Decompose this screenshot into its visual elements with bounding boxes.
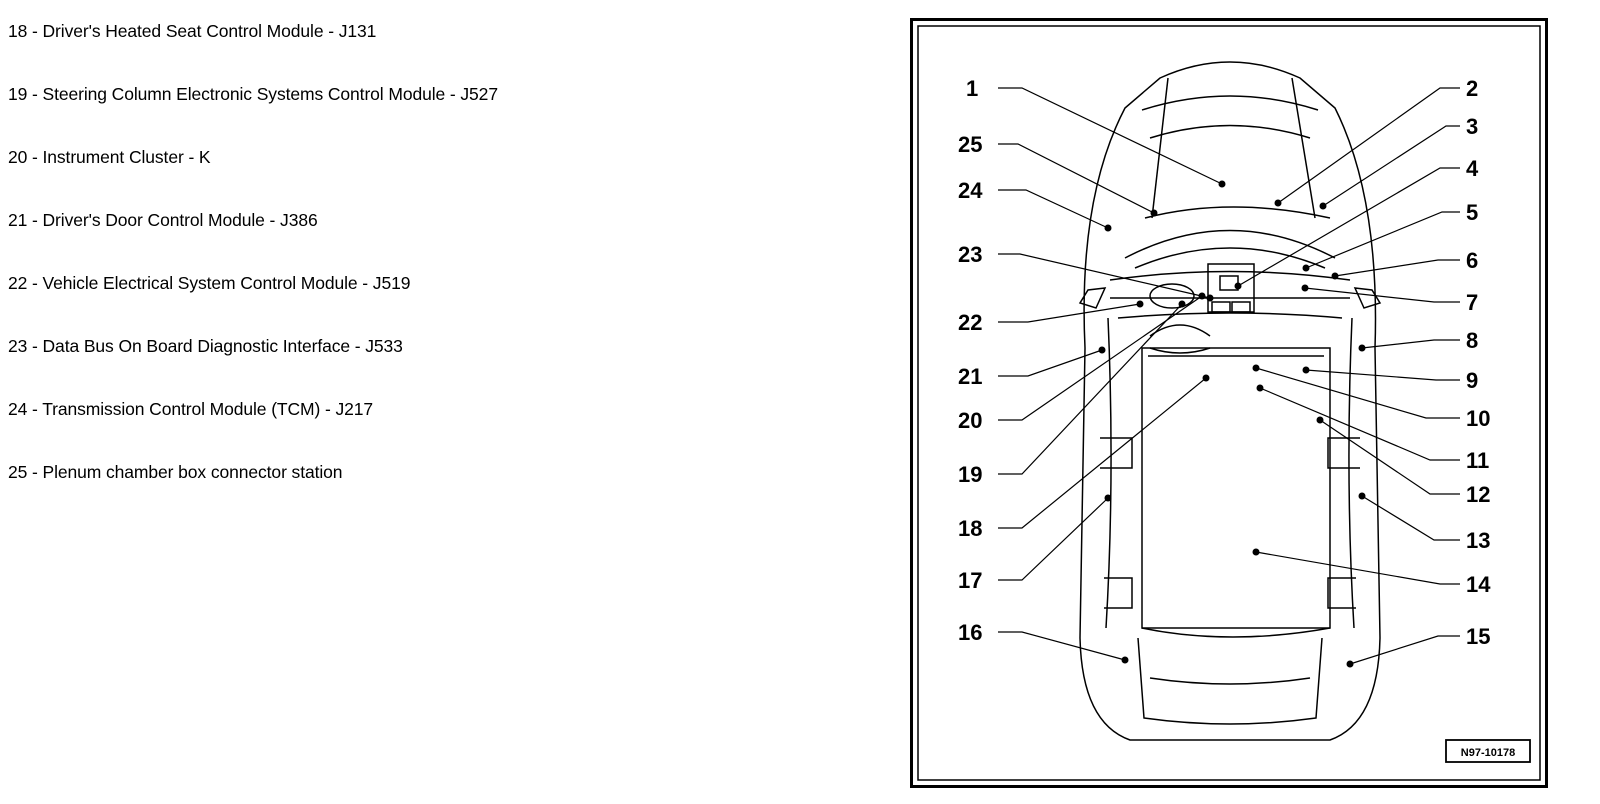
vehicle-diagram: 1 25 24 23 22 21 20 19 18 17 16 2 3 4 5 … [910,18,1548,788]
leader-6 [1334,259,1460,277]
legend-item-19: 19 - Steering Column Electronic Systems … [8,84,498,104]
leader-13 [1361,495,1460,541]
callout-9: 9 [1466,368,1478,393]
callout-17: 17 [958,568,982,593]
leader-7 [1304,287,1460,303]
left-a-pillar-line [1105,317,1112,629]
callout-25: 25 [958,132,982,157]
leader-20 [998,295,1203,421]
console-switch-left [1211,301,1231,313]
leader-4 [1237,167,1460,287]
callout-5: 5 [1466,200,1478,225]
right-c-pillar [1327,577,1356,609]
leader-12 [1319,419,1460,495]
instrument-cluster-outline [1149,283,1195,309]
callout-4: 4 [1466,156,1479,181]
hood-crease-left [1151,77,1169,219]
leader-15 [1349,635,1460,665]
leader-25 [998,143,1155,214]
callout-labels-right: 2 3 4 5 6 7 8 9 10 11 12 13 14 15 [1466,76,1491,649]
legend-item-24: 24 - Transmission Control Module (TCM) -… [8,399,374,419]
windshield-top [1124,229,1336,259]
right-b-pillar [1327,437,1360,469]
windshield-inner [1134,247,1326,269]
steering-wheel-arc [1149,324,1211,337]
legend-item-18: 18 - Driver's Heated Seat Control Module… [8,21,377,41]
leader-1 [998,87,1223,185]
callout-21: 21 [958,364,982,389]
legend-item-23: 23 - Data Bus On Board Diagnostic Interf… [8,336,403,356]
leader-23 [998,253,1211,299]
callout-labels-left: 1 25 24 23 22 21 20 19 18 17 16 [958,76,983,645]
callout-2: 2 [1466,76,1478,101]
leader-9 [1305,369,1460,381]
callout-3: 3 [1466,114,1478,139]
component-legend: 18 - Driver's Heated Seat Control Module… [8,18,888,522]
legend-item-22: 22 - Vehicle Electrical System Control M… [8,273,411,293]
callout-22: 22 [958,310,982,335]
callout-15: 15 [1466,624,1490,649]
callout-24: 24 [958,178,983,203]
car-outline [1078,61,1382,741]
tailgate [1137,637,1323,725]
hood-front-edge [1149,124,1311,139]
leader-22 [998,303,1141,323]
rear-window-top [1141,627,1331,638]
leader-17 [998,497,1109,581]
hood-rear-edge [1144,206,1331,219]
dashboard-front [1109,270,1351,281]
callout-23: 23 [958,242,982,267]
right-mirror [1353,287,1382,309]
dashboard-rear [1117,312,1343,319]
hood-crease-right [1291,77,1316,219]
left-mirror [1078,287,1107,309]
steering-wheel-lower [1149,347,1211,354]
left-c-pillar [1104,577,1133,609]
callout-6: 6 [1466,248,1478,273]
car-body [1079,61,1381,741]
callout-7: 7 [1466,290,1478,315]
leader-5 [1305,211,1460,269]
leader-3 [1322,125,1460,207]
leader-lines [998,87,1460,665]
callout-11: 11 [1466,448,1489,473]
front-bumper-line [1141,95,1319,111]
callout-18: 18 [958,516,982,541]
leader-16 [998,631,1126,661]
callout-13: 13 [1466,528,1490,553]
leader-21 [998,349,1103,377]
cabin-roof [1141,347,1331,629]
figure-ref: N97-10178 [1461,747,1515,759]
leader-11 [1259,387,1460,461]
leader-10 [1255,367,1460,419]
callout-14: 14 [1466,572,1491,597]
leader-18 [998,377,1207,529]
console-switch-right [1231,301,1251,313]
callout-8: 8 [1466,328,1478,353]
callout-12: 12 [1466,482,1490,507]
outer-frame [910,18,1548,788]
legend-item-21: 21 - Driver's Door Control Module - J386 [8,210,318,230]
left-b-pillar [1100,437,1133,469]
tailgate-line [1149,677,1311,685]
figure-ref-box [1445,739,1531,763]
leader-8 [1361,339,1460,349]
right-a-pillar-line [1348,317,1355,629]
center-console [1207,263,1255,313]
callout-16: 16 [958,620,982,645]
legend-item-20: 20 - Instrument Cluster - K [8,147,211,167]
inner-frame [917,25,1541,781]
leader-24 [998,189,1109,229]
leader-14 [1255,551,1460,585]
callout-20: 20 [958,408,982,433]
legend-item-25: 25 - Plenum chamber box connector statio… [8,462,343,482]
leader-19 [998,303,1183,475]
vehicle-diagram-svg: 1 25 24 23 22 21 20 19 18 17 16 2 3 4 5 … [910,18,1548,788]
callout-19: 19 [958,462,982,487]
callout-1: 1 [966,76,978,101]
callout-10: 10 [1466,406,1490,431]
leader-2 [1277,87,1460,204]
